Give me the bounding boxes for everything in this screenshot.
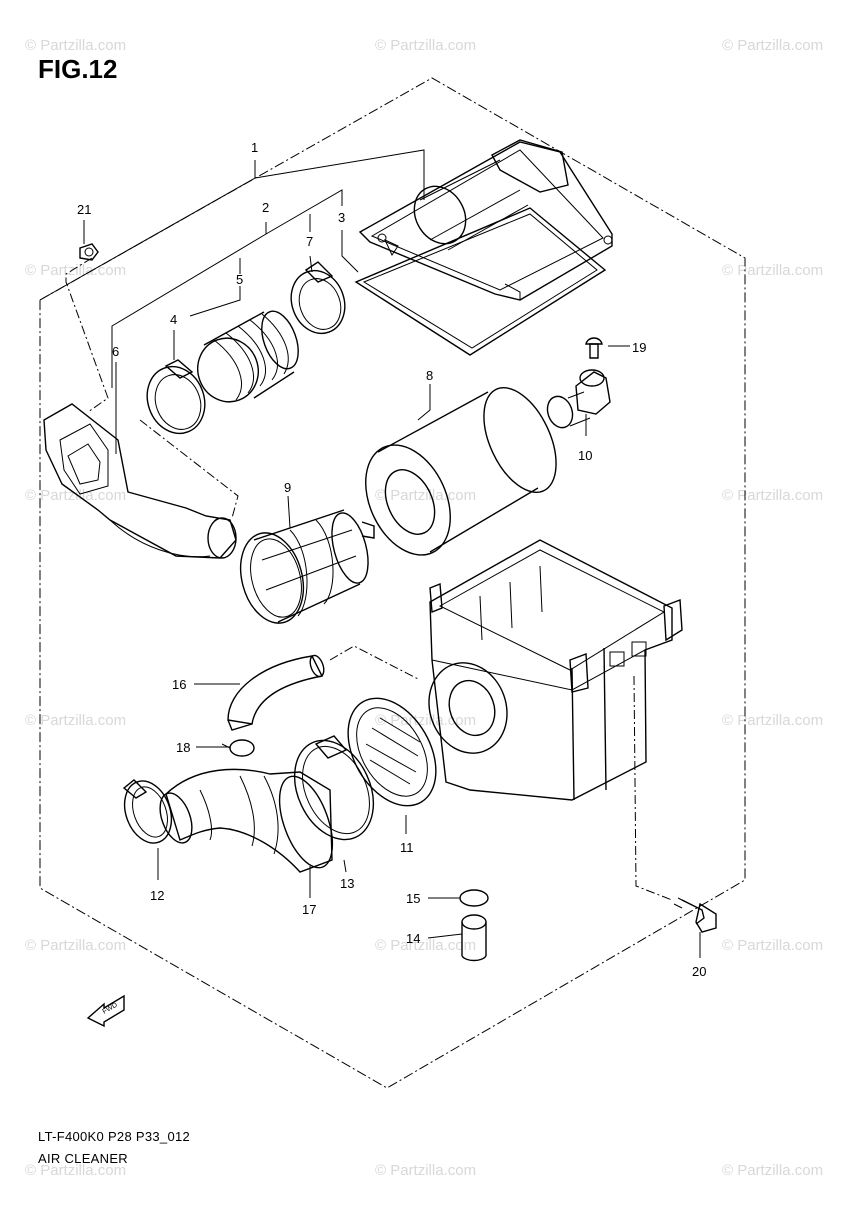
callout-14: 14 <box>406 931 420 946</box>
watermark: © Partzilla.com <box>375 712 476 729</box>
outlet-hose-5-part <box>197 310 299 403</box>
watermark: © Partzilla.com <box>375 487 476 504</box>
air-cleaner-case-part <box>428 539 683 801</box>
callout-labels: 1 2 3 4 5 6 7 8 9 10 11 12 13 14 15 16 1… <box>77 140 706 979</box>
callout-10: 10 <box>578 448 592 463</box>
leader-lines <box>39 149 701 958</box>
callout-4: 4 <box>170 312 177 327</box>
drain-tube-14-part <box>461 914 487 962</box>
watermark: © Partzilla.com <box>722 712 823 729</box>
air-filter-element-8-part <box>365 386 557 556</box>
watermark: © Partzilla.com <box>722 262 823 279</box>
callout-5: 5 <box>236 272 243 287</box>
watermark: © Partzilla.com <box>722 1162 823 1179</box>
callout-17: 17 <box>302 902 316 917</box>
hose-clamp-13-part <box>293 735 375 841</box>
watermark: © Partzilla.com <box>722 37 823 54</box>
figure-name: AIR CLEANER <box>38 1151 128 1166</box>
watermark: © Partzilla.com <box>25 712 126 729</box>
watermark: © Partzilla.com <box>25 937 126 954</box>
callout-20: 20 <box>692 964 706 979</box>
screw-19-part <box>585 337 603 359</box>
air-cleaner-lid-part <box>358 139 613 301</box>
drain-clip-15-part <box>459 889 489 907</box>
nut-part <box>79 243 99 261</box>
callout-18: 18 <box>176 740 190 755</box>
watermark: © Partzilla.com <box>375 37 476 54</box>
lid-seal-part <box>354 207 607 356</box>
watermark: © Partzilla.com <box>375 937 476 954</box>
callout-15: 15 <box>406 891 420 906</box>
callout-19: 19 <box>632 340 646 355</box>
callout-6: 6 <box>112 344 119 359</box>
callout-21: 21 <box>77 202 91 217</box>
watermark: © Partzilla.com <box>25 487 126 504</box>
callout-9: 9 <box>284 480 291 495</box>
hose-clamp-4-part <box>146 359 206 435</box>
callout-8: 8 <box>426 368 433 383</box>
drain-cap-10-part <box>546 369 611 429</box>
watermark: © Partzilla.com <box>375 1162 476 1179</box>
breather-hose-16-part <box>227 654 325 731</box>
figure-code: LT-F400K0 P28 P33_012 <box>38 1129 190 1144</box>
watermark: © Partzilla.com <box>25 37 126 54</box>
callout-7: 7 <box>306 234 313 249</box>
hose-clamp-7-part <box>290 261 346 335</box>
figure-title: FIG.12 <box>38 54 117 84</box>
watermark: © Partzilla.com <box>25 1162 126 1179</box>
callout-2: 2 <box>262 200 269 215</box>
callout-13: 13 <box>340 876 354 891</box>
forward-arrow-icon: FWD <box>86 994 125 1028</box>
callout-11: 11 <box>400 840 414 855</box>
bolt-20-part <box>673 897 717 933</box>
callout-3: 3 <box>338 210 345 225</box>
watermark: © Partzilla.com <box>722 487 823 504</box>
callout-16: 16 <box>172 677 186 692</box>
phantom-lines <box>65 257 673 901</box>
callout-1: 1 <box>251 140 258 155</box>
watermark: © Partzilla.com <box>722 937 823 954</box>
filter-cage-9-part <box>239 509 375 624</box>
intake-pipe-17-part <box>159 768 334 873</box>
intake-duct-6-part <box>43 403 237 559</box>
hose-clamp-12-part <box>122 779 173 844</box>
watermark: © Partzilla.com <box>25 262 126 279</box>
callout-12: 12 <box>150 888 164 903</box>
assembly-frame <box>39 77 746 1089</box>
hose-clip-18-part <box>221 739 255 757</box>
watermark-layer: © Partzilla.com © Partzilla.com © Partzi… <box>25 37 823 1179</box>
screen-element-11-part <box>347 697 437 807</box>
